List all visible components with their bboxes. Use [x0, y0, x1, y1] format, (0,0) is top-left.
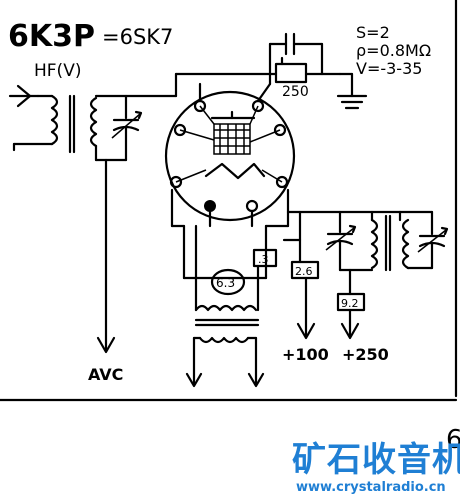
output-tuning-capacitor: [325, 210, 374, 272]
grid-tuning-capacitor: [111, 94, 143, 162]
input-coil-secondary: [89, 94, 178, 148]
small-value-label: .3: [258, 253, 269, 266]
heater-transformer: [185, 304, 265, 388]
screen-supply-arrow: [296, 276, 316, 340]
screen-resistor-label: 2.6: [295, 265, 313, 278]
tube-envelope: [164, 90, 296, 222]
tube-type-label: 6K3P: [8, 19, 95, 54]
param-v: V=-3-35: [356, 59, 422, 78]
plate-output-line: [282, 210, 402, 264]
param-s: S=2: [356, 23, 390, 42]
plate-resistor-label: 9.2: [341, 297, 359, 310]
tube-electrodes: [175, 105, 283, 183]
side-mark: 6: [446, 425, 460, 455]
watermark-brand: 矿石收音机: [292, 440, 460, 480]
heater-circuit: [194, 224, 260, 312]
avc-line: [94, 144, 128, 354]
cathode-resistor: [256, 56, 342, 103]
watermark-url: www.crystalradio.cn: [296, 480, 446, 495]
screen-supply-label: +100: [282, 345, 329, 364]
tube-base-outline: [170, 188, 290, 280]
output-coil-primary: [370, 210, 379, 270]
small-value-box: [252, 248, 278, 268]
resistor-value-label: 250: [282, 84, 309, 100]
input-coil-primary: [12, 94, 59, 152]
output-coil-secondary: [398, 210, 434, 270]
ground-symbol: [336, 72, 368, 110]
plate-supply-arrow: [340, 308, 360, 340]
equivalent-tube-label: =6SK7: [102, 25, 173, 49]
output-secondary-capacitor: [417, 210, 449, 270]
input-arrow: [8, 84, 40, 108]
avc-label: AVC: [88, 365, 123, 384]
param-rho: ρ=0.8MΩ: [356, 41, 431, 60]
plate-supply-label: +250: [342, 345, 389, 364]
grid-lead: [174, 72, 272, 103]
cathode-capacitor: [268, 32, 324, 76]
heater-voltage-label: 6.3: [216, 276, 235, 290]
band-label: HF(V): [34, 61, 81, 81]
